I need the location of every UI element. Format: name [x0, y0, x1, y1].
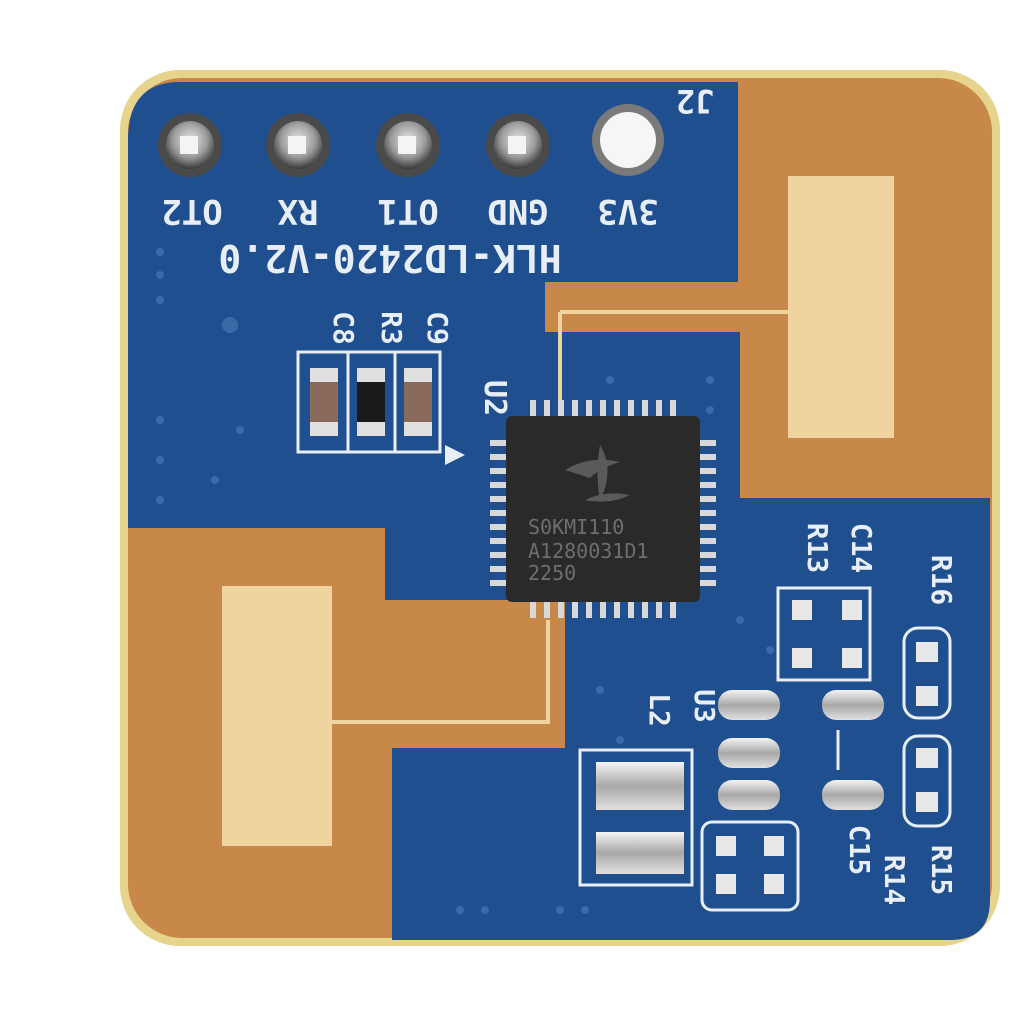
component-group-c15-r14: C15 R14	[700, 820, 911, 912]
antenna-patch-left	[222, 586, 550, 846]
ref-c15: C15	[843, 825, 876, 876]
pin-header	[158, 104, 664, 177]
ref-r3: R3	[375, 311, 408, 345]
pin-hole	[376, 113, 440, 177]
component-group-r13-c14: R13 C14	[776, 523, 878, 682]
pin-label-ot1: OT1	[377, 191, 438, 231]
ref-r14: R14	[878, 855, 911, 906]
pin-label-ot2: OT2	[161, 191, 222, 231]
ref-c8: C8	[327, 311, 360, 345]
ref-r16: R16	[925, 555, 958, 606]
pin-hole	[266, 113, 330, 177]
chip-marking-line1: S0KMI110	[528, 515, 624, 539]
ref-c9: C9	[421, 311, 454, 345]
connector-ref-label: J2	[676, 82, 715, 120]
regulator-u3	[718, 690, 884, 810]
ref-u3: U3	[688, 689, 721, 723]
via-holes	[156, 248, 774, 914]
pin-label-gnd: GND	[487, 191, 548, 231]
ref-r15: R15	[925, 845, 958, 896]
ref-r13: R13	[801, 523, 834, 574]
smd-capacitor	[310, 368, 338, 436]
chip-logo	[565, 445, 630, 502]
pin-hole	[158, 113, 222, 177]
component-group-c8-r3-c9: C8 R3 C9	[296, 311, 454, 454]
chip-marking-line2: A1280031D1	[528, 539, 648, 563]
radar-chip: S0KMI110 A1280031D1 2250	[490, 400, 716, 618]
chip-marking-line3: 2250	[528, 561, 576, 585]
smd-capacitor	[404, 368, 432, 436]
pin-label-3v3: 3V3	[597, 191, 658, 231]
ref-l2: L2	[643, 693, 676, 727]
inductor-l2	[578, 748, 694, 887]
pin-labels: OT2 RX OT1 GND 3V3 J2	[161, 82, 714, 231]
pin-hole	[592, 104, 664, 176]
feed-trace	[546, 312, 562, 700]
pin1-marker	[445, 445, 465, 465]
pin-label-rx: RX	[277, 191, 318, 231]
chip-pins	[490, 400, 716, 618]
model-label: HLK-LD2420-V2.0	[218, 236, 561, 280]
ref-c14: C14	[845, 523, 878, 574]
smd-resistor	[357, 368, 385, 436]
pin-hole	[486, 113, 550, 177]
component-group-r16-r15: R16 R15	[902, 555, 958, 896]
antenna-patch-right	[560, 176, 894, 438]
ref-u2: U2	[477, 380, 512, 416]
